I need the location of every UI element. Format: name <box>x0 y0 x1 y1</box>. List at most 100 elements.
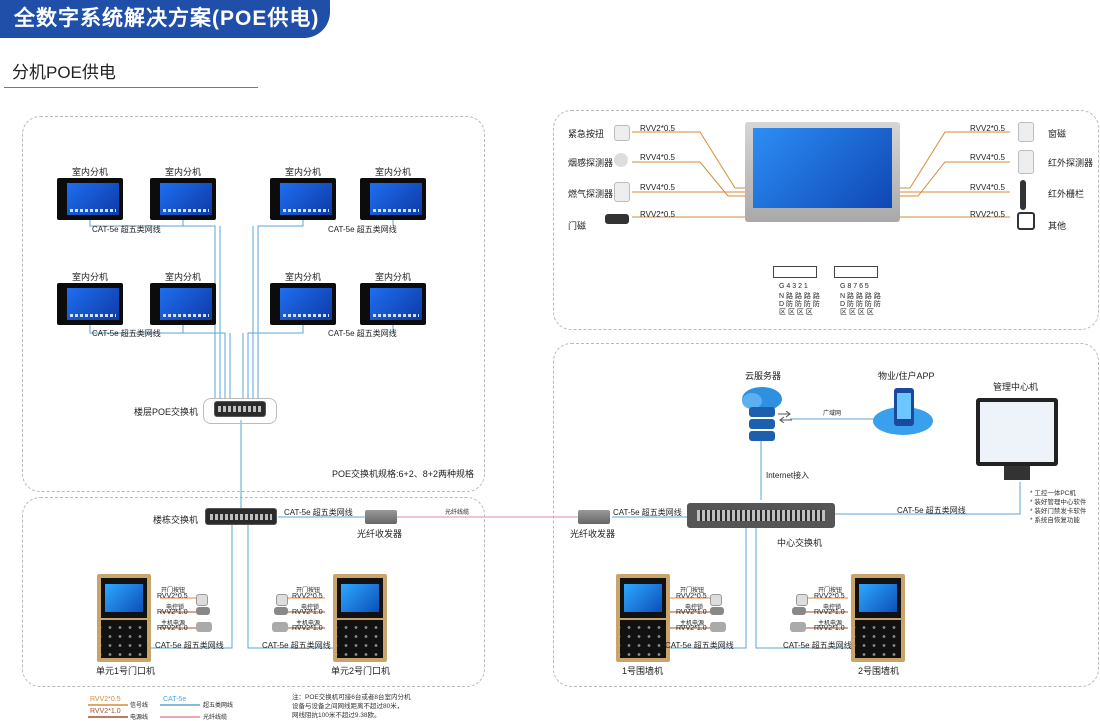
accessory-wire: RVV2*0.5 <box>814 593 845 600</box>
cable-label: CAT-5e 超五类网线 <box>92 225 161 234</box>
page-title: 全数字系统解决方案(POE供电) <box>0 0 330 38</box>
center-switch-label: 中心交换机 <box>777 538 823 548</box>
door-station <box>333 574 387 662</box>
indoor-unit <box>57 283 123 325</box>
accessory-wire: RVV2*1.0 <box>157 625 188 632</box>
indoor-unit-label: 室内分机 <box>285 272 322 282</box>
floor-switch-frame <box>203 398 277 424</box>
center-switch <box>687 503 835 528</box>
cat5e-label: CAT-5e 超五类网线 <box>665 641 734 650</box>
smoke-detector-icon <box>614 153 628 167</box>
mgmt-note: * 系统自恢复功能 <box>1030 517 1080 524</box>
accessory-label: 主机电源 <box>161 621 186 627</box>
indoor-unit <box>270 178 336 220</box>
outdoor-unit-name: 2号围墙机 <box>858 666 900 676</box>
cable-label: CAT-5e 超五类网线 <box>92 329 161 338</box>
mgmt-note: * 装好门禁发卡软件 <box>1030 508 1087 515</box>
accessory-label: 电控锁 <box>301 605 320 611</box>
wire-label: RVV4*0.5 <box>640 153 675 162</box>
cat5e-label: CAT-5e 超五类网线 <box>783 641 852 650</box>
footnote-line: 注：POE交换机可接6台或者8台室内分机 <box>292 694 411 701</box>
fiber-transceiver-left <box>365 510 397 524</box>
center-region <box>553 343 1099 687</box>
device-label: 红外栅栏 <box>1048 189 1085 199</box>
outdoor-unit-name: 1号围墙机 <box>622 666 664 676</box>
door-station <box>97 574 151 662</box>
power-supply-icon <box>196 622 212 632</box>
infrared-fence-icon <box>1020 180 1026 210</box>
legend-desc: 超五类网线 <box>203 703 234 709</box>
indoor-unit <box>270 283 336 325</box>
electric-lock-icon <box>196 607 210 615</box>
exit-button-icon <box>710 594 722 606</box>
accessory-label: 开门按钮 <box>161 588 186 594</box>
outdoor-region <box>22 497 485 687</box>
emergency-button-icon <box>614 125 630 141</box>
wall-station <box>851 574 905 662</box>
indoor-unit <box>360 283 426 325</box>
indoor-unit-label: 室内分机 <box>165 167 202 177</box>
window-contact-icon <box>1018 122 1034 142</box>
indoor-unit <box>150 178 216 220</box>
legend-desc: 电源线 <box>130 715 149 721</box>
cable-label: CAT-5e 超五类网线 <box>328 225 397 234</box>
terminal-block-left <box>773 266 817 278</box>
accessory-wire: RVV2*0.5 <box>157 593 188 600</box>
floor-poe-switch <box>214 401 266 417</box>
device-label: 门磁 <box>568 221 587 231</box>
internet-label: Internet接入 <box>766 471 810 480</box>
power-supply-icon <box>790 622 806 632</box>
infrared-detector-icon <box>1018 150 1034 174</box>
electric-lock-icon <box>274 607 288 615</box>
cat5e-label: CAT-5e 超五类网线 <box>262 641 331 650</box>
floor-switch-label: 楼层POE交换机 <box>134 407 199 417</box>
wall-station <box>616 574 670 662</box>
accessory-wire: RVV2*1.0 <box>676 625 707 632</box>
cat5e-label: CAT-5e 超五类网线 <box>897 506 966 515</box>
cat5e-label: CAT-5e 超五类网线 <box>613 508 682 517</box>
indoor-unit-label: 室内分机 <box>285 167 322 177</box>
device-label: 燃气探测器 <box>568 189 614 199</box>
indoor-unit <box>150 283 216 325</box>
section-subtitle: 分机POE供电 <box>12 63 116 82</box>
accessory-wire: RVV2*1.0 <box>814 609 845 616</box>
cloud-server-icon <box>742 387 782 441</box>
subtitle-underline <box>4 87 258 88</box>
electric-lock-icon <box>792 607 806 615</box>
cloud-server-label: 云服务器 <box>745 371 782 381</box>
indoor-unit-label: 室内分机 <box>72 272 109 282</box>
fiber-transceiver-right <box>578 510 610 524</box>
legend-desc: 光纤线缆 <box>203 715 228 721</box>
terminal-text: N 路 路 路 路 <box>840 293 881 300</box>
cat5e-label: CAT-5e 超五类网线 <box>284 508 353 517</box>
outdoor-unit-name: 单元1号门口机 <box>96 666 156 676</box>
terminal-text: 区 区 区 区 <box>779 309 813 316</box>
accessory-wire: RVV2*1.0 <box>292 609 323 616</box>
mgmt-pc-icon <box>976 398 1058 466</box>
accessory-label: 开门按钮 <box>680 588 705 594</box>
device-label: 紧急按扭 <box>568 129 605 139</box>
terminal-text: G 8 7 6 5 <box>840 283 869 290</box>
cable-label: CAT-5e 超五类网线 <box>328 329 397 338</box>
cat5e-label: CAT-5e 超五类网线 <box>155 641 224 650</box>
exit-button-icon <box>796 594 808 606</box>
mgmt-pc-stand <box>1004 466 1030 480</box>
exit-button-icon <box>276 594 288 606</box>
indoor-unit-label: 室内分机 <box>375 272 412 282</box>
building-switch <box>205 508 277 525</box>
other-device-icon <box>1017 212 1035 230</box>
accessory-label: 开门按钮 <box>818 588 843 594</box>
main-indoor-monitor <box>745 122 900 222</box>
accessory-wire: RVV2*1.0 <box>676 609 707 616</box>
terminal-text: D 防 防 防 防 <box>840 301 881 308</box>
wire-label: RVV4*0.5 <box>970 183 1005 192</box>
accessory-label: 主机电源 <box>680 621 705 627</box>
accessory-wire: RVV2*1.0 <box>157 609 188 616</box>
power-supply-icon <box>710 622 726 632</box>
gas-detector-icon <box>614 182 630 202</box>
fiber-rx-left-label: 光纤收发器 <box>357 529 403 539</box>
indoor-region <box>22 116 485 492</box>
terminal-text: 区 区 区 区 <box>840 309 874 316</box>
arrows-icon <box>778 411 792 423</box>
legend-text: RVV2*0.5 <box>90 696 121 703</box>
